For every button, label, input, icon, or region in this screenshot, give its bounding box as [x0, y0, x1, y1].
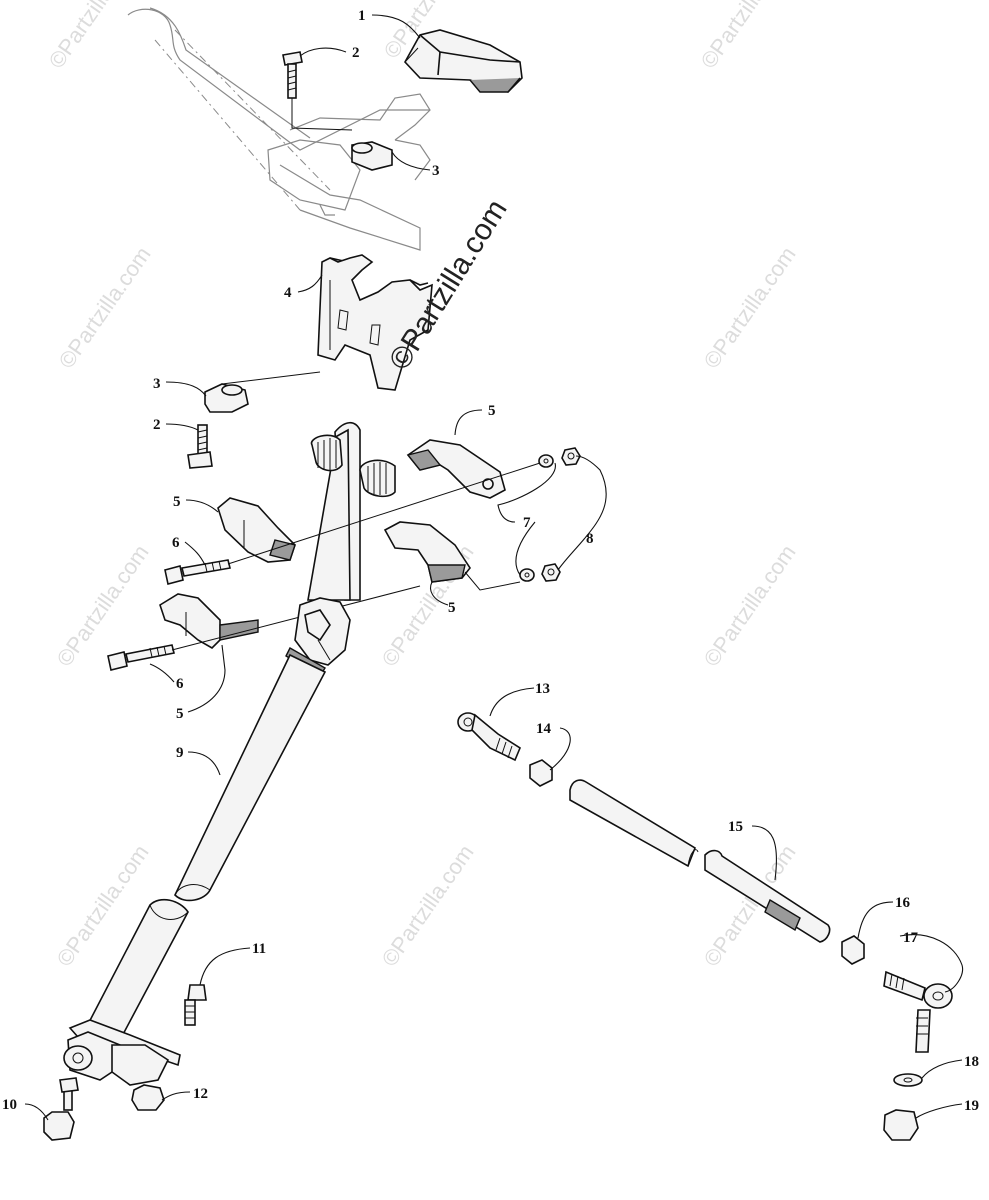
handlebar-outline	[127, 7, 431, 251]
watermark-tile: ©Partzilla.com	[54, 242, 156, 373]
callout-5: 5	[488, 403, 496, 419]
callout-15: 15	[728, 819, 743, 835]
callout-16: 16	[895, 895, 911, 911]
callout-2: 2	[153, 417, 161, 433]
callout-7: 7	[523, 515, 531, 531]
callout-14: 14	[536, 721, 552, 737]
nut-lower	[541, 563, 561, 582]
bearing-bracket-upper-left	[217, 497, 296, 563]
tie-rod-end-left	[457, 712, 521, 762]
bolt-lower	[187, 424, 213, 469]
handlebar-clamp-top	[404, 29, 523, 93]
bearing-bracket-lower-left	[159, 593, 259, 649]
washer-upper	[538, 454, 554, 468]
bolt-upper	[282, 51, 353, 131]
callout-5: 5	[173, 494, 181, 510]
callout-12: 12	[193, 1086, 208, 1102]
callout-19: 19	[964, 1098, 979, 1114]
watermark-tile: ©Partzilla.com	[699, 540, 801, 671]
universal-joint	[285, 597, 351, 677]
jam-nut-right	[841, 935, 865, 965]
washer-right	[893, 1073, 923, 1087]
nut-upper	[561, 447, 581, 466]
callout-9: 9	[176, 745, 184, 761]
callout-3: 3	[153, 376, 161, 392]
callout-8: 8	[586, 531, 594, 547]
tie-rod	[569, 779, 831, 943]
callout-2: 2	[352, 45, 360, 61]
steering-shaft	[83, 653, 327, 1041]
knurled-stub-right	[359, 459, 396, 498]
callout-1: 1	[358, 8, 366, 24]
callout-4: 4	[284, 285, 292, 301]
callout-6: 6	[172, 535, 180, 551]
lock-nut-right	[883, 1109, 919, 1141]
callout-11: 11	[252, 941, 266, 957]
washer-lower	[519, 568, 535, 582]
callout-5: 5	[176, 706, 184, 722]
jam-nut-left	[529, 759, 553, 787]
callout-5: 5	[448, 600, 456, 616]
bolt-long-lower	[107, 571, 521, 671]
flange-nut-right	[131, 1084, 165, 1111]
leader-lines	[24, 14, 964, 1121]
callout-17: 17	[903, 930, 919, 946]
steering-column-upper	[307, 421, 396, 601]
callout-labels: 1 2 3 4 3 2 5 5 6 7 8 5 6 5 9 13 14 15 1…	[2, 8, 979, 1114]
watermark-tile: ©Partzilla.com	[699, 242, 801, 373]
knurled-stub-left	[310, 434, 343, 472]
callout-18: 18	[964, 1054, 979, 1070]
bearing-bracket-lower-right	[383, 521, 471, 583]
bearing-bracket-upper-right	[406, 439, 506, 499]
callout-3: 3	[432, 163, 440, 179]
watermark-tile: ©Partzilla.com	[696, 0, 798, 73]
flange-nut-left	[43, 1077, 79, 1141]
handlebar-riser-block	[317, 254, 433, 391]
callout-13: 13	[535, 681, 550, 697]
watermark-tile: ©Partzilla.com	[44, 0, 146, 73]
watermark-tile: ©Partzilla.com	[377, 840, 479, 971]
lower-bearing-housing	[63, 1019, 181, 1086]
tie-rod-end-right	[883, 970, 953, 1053]
watermark-tiles: ©Partzilla.com ©Partzilla.com ©Partzilla…	[44, 0, 801, 971]
callout-10: 10	[2, 1097, 17, 1113]
bolt-long-upper	[164, 462, 541, 585]
clamp-bushing-lower	[204, 371, 321, 413]
bolt-housing	[184, 984, 207, 1026]
callout-6: 6	[176, 676, 184, 692]
clamp-bushing-upper	[351, 141, 393, 171]
